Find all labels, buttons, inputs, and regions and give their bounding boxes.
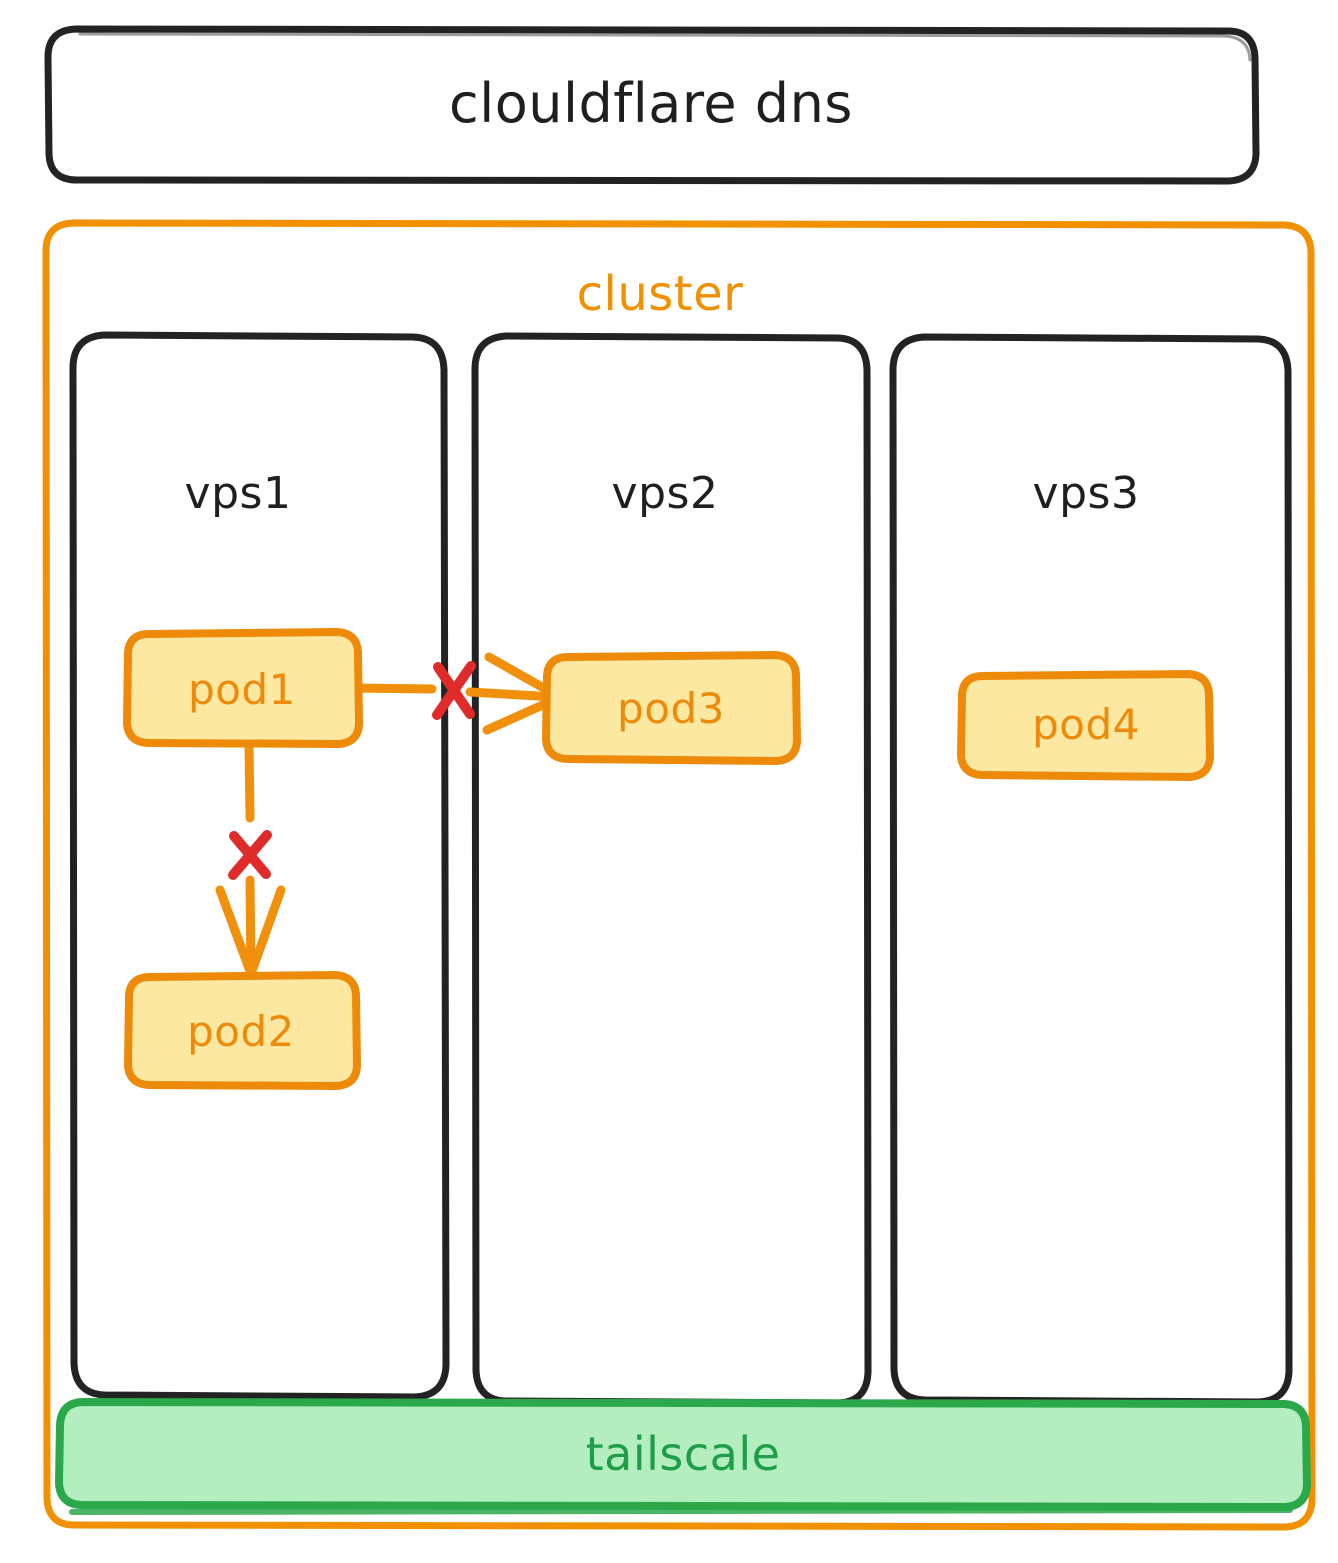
cluster-border bbox=[42, 219, 1316, 1531]
node-clouldflare-dns[interactable]: clouldflare dns bbox=[44, 25, 1260, 185]
edge-pod1-pod2-arrowhead-left bbox=[215, 885, 255, 976]
edge-pod1-pod2 bbox=[215, 740, 286, 977]
edge-pod1-pod3-line-right bbox=[465, 687, 560, 702]
pod3-label: pod3 bbox=[617, 684, 725, 733]
clouldflare-dns-box-sketch-overstroke bbox=[78, 32, 1252, 62]
edge-pod1-pod2-arrowhead-right bbox=[247, 885, 286, 976]
pod2-box bbox=[124, 971, 361, 1090]
node-tailscale[interactable]: tailscale bbox=[55, 1398, 1311, 1515]
node-vps3[interactable]: vps3 bbox=[889, 333, 1293, 1406]
pod4-label: pod4 bbox=[1032, 700, 1140, 749]
pod1-box bbox=[123, 628, 363, 748]
node-pod3[interactable]: pod3 bbox=[542, 651, 801, 765]
node-pod4[interactable]: pod4 bbox=[957, 670, 1214, 781]
pod1-label: pod1 bbox=[188, 665, 296, 714]
tailscale-label: tailscale bbox=[586, 1427, 781, 1481]
node-pod2[interactable]: pod2 bbox=[124, 971, 361, 1090]
tailscale-box-sketch-overstroke bbox=[69, 1507, 1293, 1515]
vps3-label: vps3 bbox=[1033, 468, 1140, 519]
edge-pod1-pod2-blocked-x-icon bbox=[228, 830, 272, 880]
edge-pod1-pod3-blocked-x-icon bbox=[432, 661, 476, 720]
edge-pod1-pod2-line-bottom bbox=[245, 875, 256, 977]
clouldflare-dns-label: clouldflare dns bbox=[449, 72, 853, 135]
pod3-box bbox=[542, 651, 801, 765]
vps1-label: vps1 bbox=[185, 468, 292, 519]
edge-pod1-pod2-line-top bbox=[244, 740, 255, 823]
clouldflare-dns-box bbox=[44, 25, 1260, 185]
node-vps2[interactable]: vps2 bbox=[471, 332, 872, 1407]
pod2-label: pod2 bbox=[187, 1007, 295, 1056]
node-pod1[interactable]: pod1 bbox=[123, 628, 363, 748]
vps2-label: vps2 bbox=[612, 468, 719, 519]
cluster-container[interactable]: cluster bbox=[42, 219, 1316, 1531]
edge-pod1-pod3-line-left bbox=[347, 683, 437, 694]
pod4-box bbox=[957, 670, 1214, 781]
tailscale-box bbox=[55, 1398, 1311, 1511]
cluster-label: cluster bbox=[577, 266, 744, 322]
